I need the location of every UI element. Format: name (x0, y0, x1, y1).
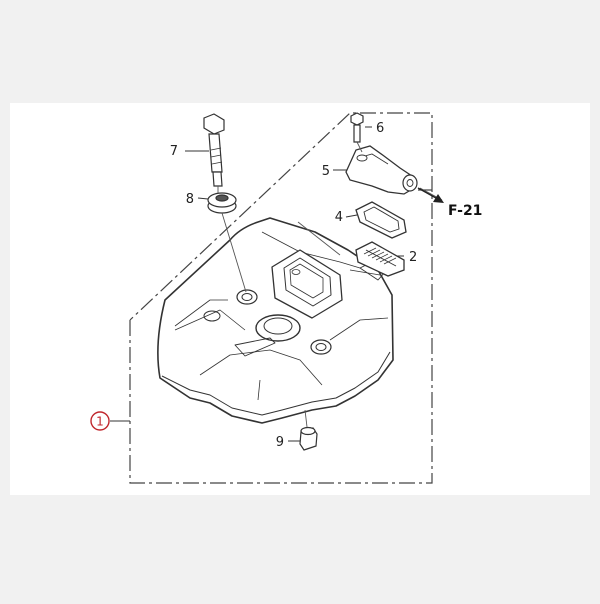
callout-5: 5 (322, 164, 330, 179)
baffle-ribs (363, 247, 397, 265)
callout-7: 7 (170, 144, 178, 159)
callout-labels: 7 8 6 5 4 2 9 (170, 121, 418, 450)
callout-4: 4 (335, 210, 343, 225)
valve-cover (157, 217, 394, 424)
plug (299, 426, 318, 451)
stud-bolt (203, 113, 225, 187)
gasket (355, 201, 407, 239)
callout-2: 2 (409, 250, 417, 265)
callout-1-highlight: 1 (90, 411, 110, 431)
callout-8: 8 (186, 192, 194, 207)
breather-tube (345, 145, 418, 195)
callout-6: 6 (376, 121, 384, 136)
reference-arrow (417, 187, 444, 203)
reference-label: F-21 (448, 203, 482, 219)
leader-lines (110, 126, 404, 442)
baffle-plate (355, 241, 405, 277)
small-bolt (350, 112, 364, 143)
grommet (207, 192, 237, 214)
callout-9: 9 (276, 435, 284, 450)
callout-1: 1 (96, 415, 104, 429)
